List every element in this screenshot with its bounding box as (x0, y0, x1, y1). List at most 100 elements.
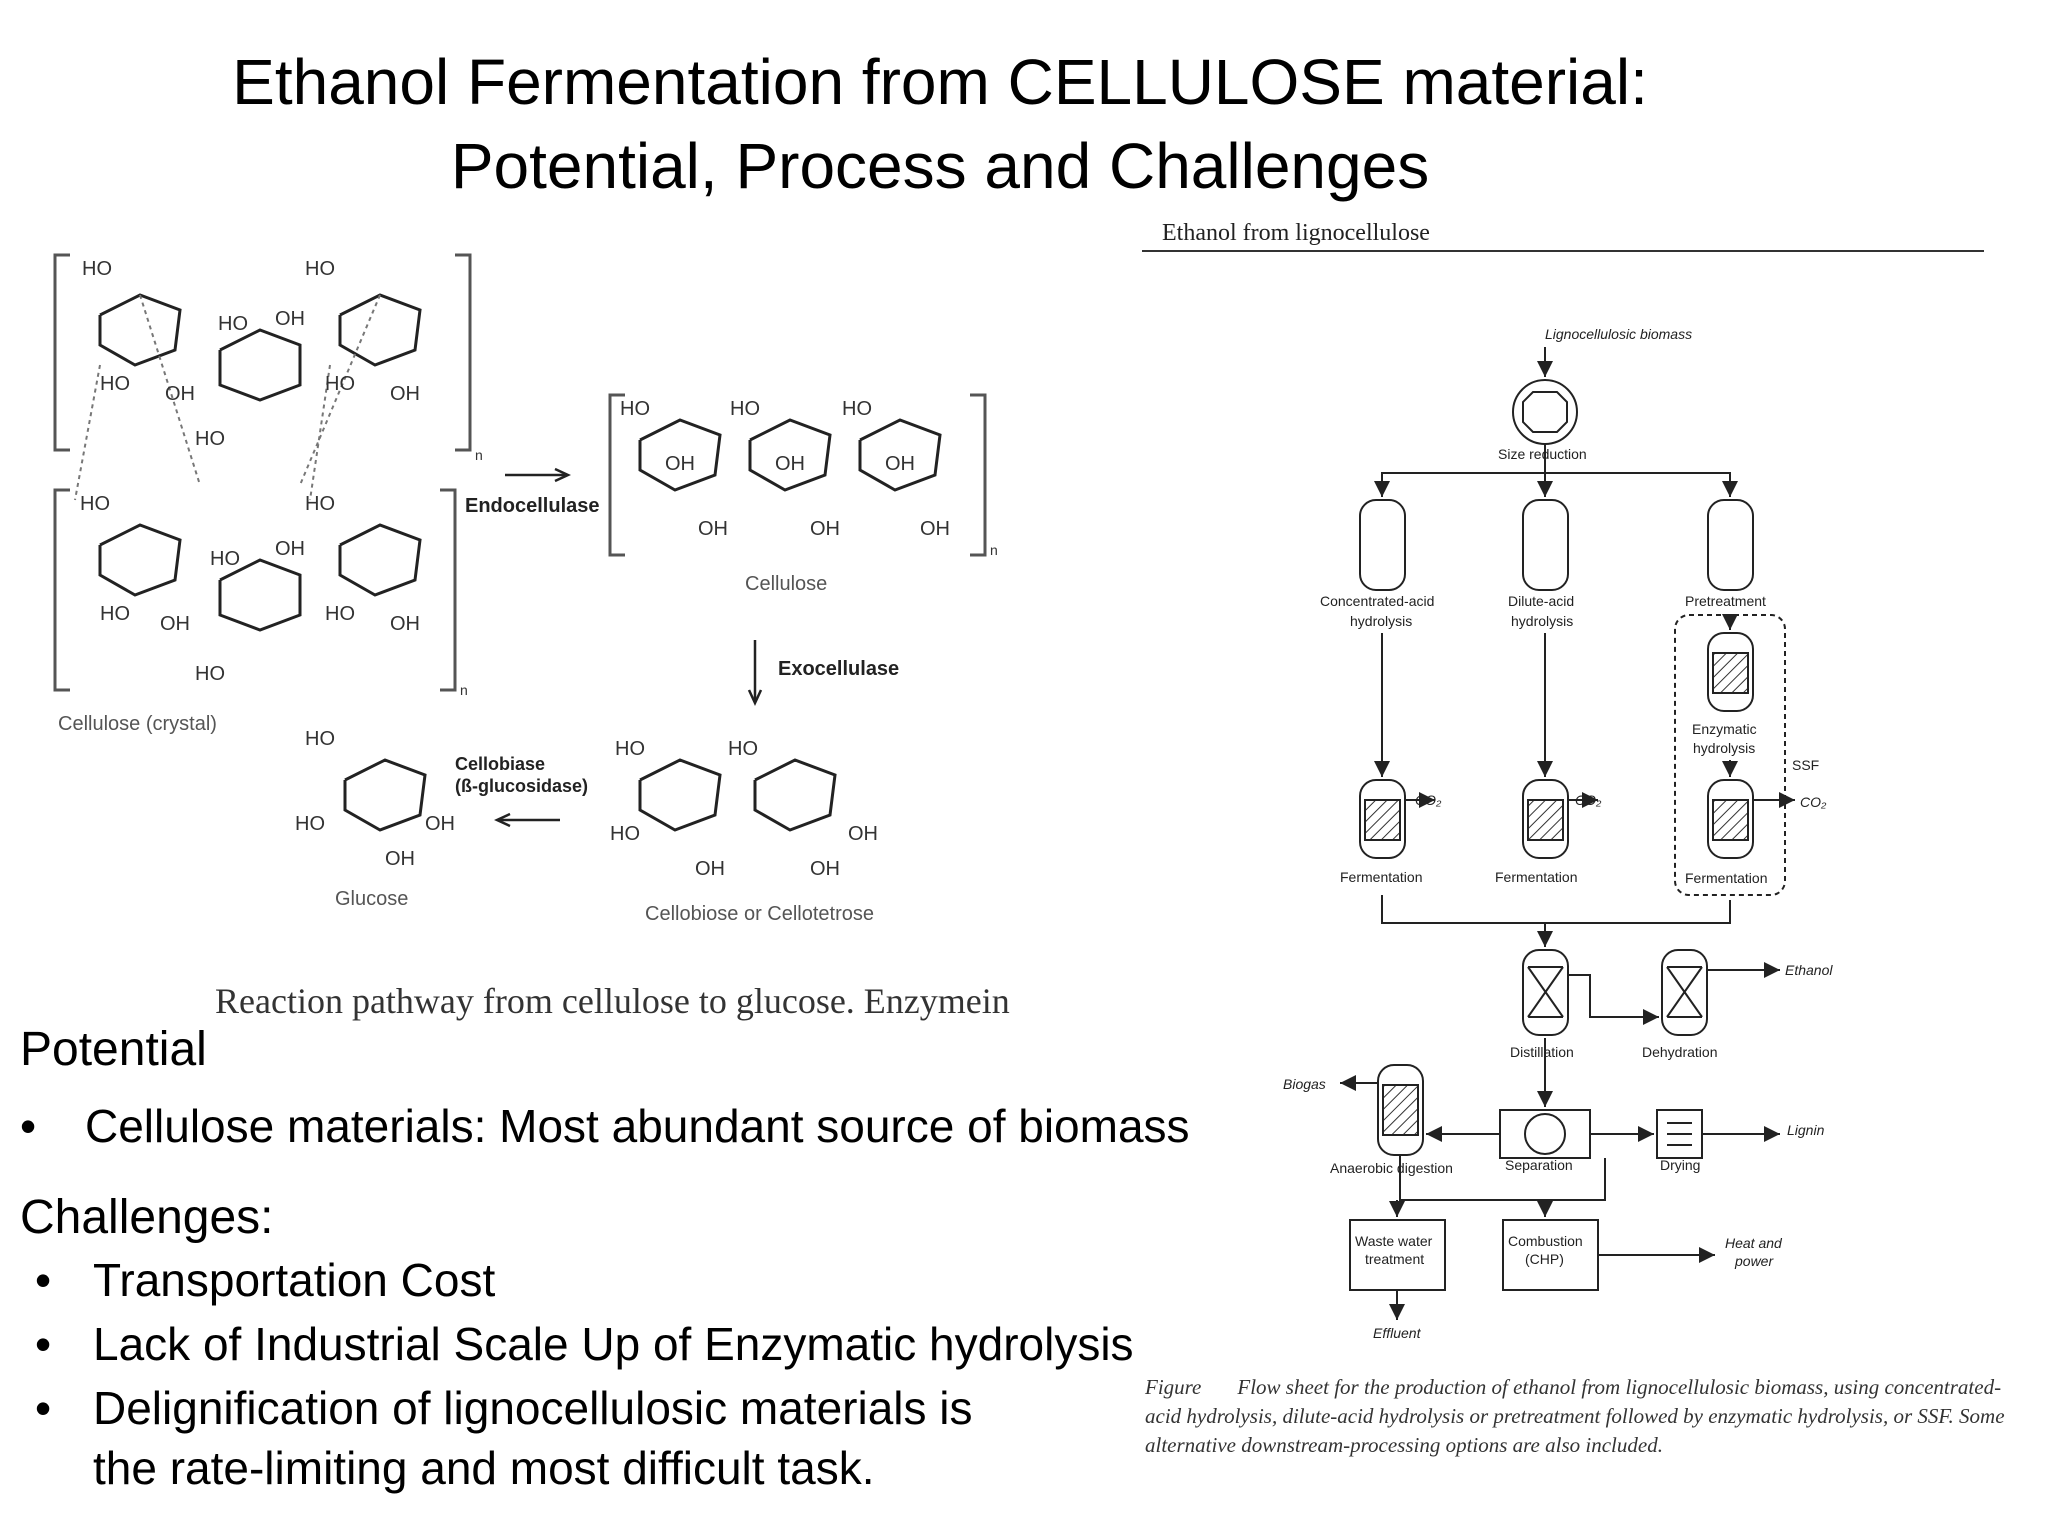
ho-label: HO (305, 258, 335, 280)
oh-label: OH (385, 848, 415, 870)
pretreatment-label: Pretreatment (1685, 593, 1766, 609)
oh-label: OH (695, 858, 725, 880)
reaction-pathway-diagram: HO HO HO OH HO OH HO OH HO HO HO HO OH H… (53, 253, 998, 925)
oh-label: OH (810, 858, 840, 880)
potential-bullet: • Cellulose materials: Most abundant sou… (20, 1096, 1310, 1156)
ethanol-label: Ethanol (1785, 962, 1833, 978)
separator (1499, 1109, 1591, 1159)
biogas-label: Biogas (1283, 1076, 1326, 1092)
potential-heading: Potential (20, 1023, 207, 1076)
fermentation-label: Fermentation (1340, 869, 1422, 885)
digester-packing (1382, 1084, 1419, 1136)
reaction-caption: Reaction pathway from cellulose to gluco… (215, 981, 1010, 1021)
figure-caption-label: Figure (1145, 1375, 1202, 1399)
repeat-n-label: n (460, 682, 468, 698)
fermenter-3-packing (1712, 799, 1749, 841)
fermenter-1 (1359, 779, 1406, 859)
oh-label: OH (275, 538, 305, 560)
heat-label-2: power (1734, 1253, 1774, 1269)
distillation-label: Distillation (1510, 1044, 1574, 1060)
conc-acid-label-2: hydrolysis (1350, 613, 1412, 629)
ho-label: HO (100, 373, 130, 395)
potential-bullet-text: Cellulose materials: Most abundant sourc… (85, 1100, 1190, 1152)
ho-label: HO (728, 738, 758, 760)
distillation-column (1522, 949, 1569, 1036)
glucose-label: Glucose (335, 888, 408, 910)
cellobiose-label: Cellobiose or Cellotetrose (645, 903, 874, 925)
hydrogen-bonds (74, 294, 381, 501)
enzymatic-label-2: hydrolysis (1693, 740, 1755, 756)
oh-label: OH (920, 518, 950, 540)
ho-label: HO (295, 813, 325, 835)
co2-label: CO₂ (1800, 794, 1827, 810)
figure-caption-text: Flow sheet for the production of ethanol… (1145, 1375, 2005, 1457)
challenges-heading: Challenges: (20, 1191, 274, 1244)
ho-label: HO (210, 548, 240, 570)
dehydration-label: Dehydration (1642, 1044, 1718, 1060)
ho-label: HO (195, 428, 225, 450)
oh-label: OH (775, 453, 805, 475)
challenge-text: Delignification of lignocellulosic mater… (93, 1382, 973, 1434)
oh-label: OH (665, 453, 695, 475)
combustion-label-2: (CHP) (1525, 1251, 1564, 1267)
size-reduction-label: Size reduction (1498, 446, 1587, 462)
ho-label: HO (325, 373, 355, 395)
fermenter-1-packing (1364, 799, 1401, 841)
repeat-n-label: n (475, 447, 483, 463)
ho-label: HO (218, 313, 248, 335)
challenge-text: Lack of Industrial Scale Up of Enzymatic… (93, 1318, 1134, 1370)
crystal-brackets (53, 253, 987, 692)
lignin-label: Lignin (1787, 1122, 1825, 1138)
ho-label: HO (730, 398, 760, 420)
ho-label: HO (620, 398, 650, 420)
oh-label: OH (390, 383, 420, 405)
oh-label: OH (810, 518, 840, 540)
enzymatic-vessel (1707, 632, 1754, 712)
oh-label: OH (698, 518, 728, 540)
combustion-label-1: Combustion (1508, 1233, 1583, 1249)
ho-label: HO (615, 738, 645, 760)
flow-lines (1340, 347, 1795, 1320)
oh-label: OH (165, 383, 195, 405)
ho-label: HO (82, 258, 112, 280)
challenge-text: Transportation Cost (93, 1254, 496, 1306)
repeat-n-label: n (990, 542, 998, 558)
distillation-internals (1527, 966, 1564, 1018)
title-line-2: Potential, Process and Challenges (450, 130, 1430, 202)
input-label: Lignocellulosic biomass (1545, 326, 1692, 342)
oh-label: OH (275, 308, 305, 330)
pretreatment-vessel (1707, 499, 1754, 591)
waste-label-1: Waste water (1355, 1233, 1433, 1249)
title-line-1: Ethanol Fermentation from CELLULOSE mate… (232, 46, 1648, 118)
reaction-arrows (494, 467, 763, 828)
bullet-marker: • (35, 1318, 52, 1370)
cellobiase-label-2: (ß-glucosidase) (455, 776, 588, 796)
ho-label: HO (305, 728, 335, 750)
cellulose-label: Cellulose (745, 573, 827, 595)
separator-drum (1524, 1113, 1566, 1155)
separation-label: Separation (1505, 1157, 1573, 1173)
drying-label: Drying (1660, 1157, 1700, 1173)
oh-label: OH (390, 613, 420, 635)
bullet-marker: • (35, 1254, 52, 1306)
waste-label-2: treatment (1365, 1251, 1424, 1267)
enzymatic-label-1: Enzymatic (1692, 721, 1757, 737)
challenge-bullet: • Lack of Industrial Scale Up of Enzymat… (35, 1314, 1235, 1374)
flow-figure-title: Ethanol from lignocellulose (1162, 220, 1430, 246)
conc-acid-label-1: Concentrated-acid (1320, 593, 1434, 609)
fermenter-2 (1522, 779, 1569, 859)
oh-label: OH (848, 823, 878, 845)
effluent-label: Effluent (1373, 1325, 1422, 1341)
ho-label: HO (325, 603, 355, 625)
fermentation-label: Fermentation (1685, 870, 1767, 886)
ho-label: HO (195, 663, 225, 685)
mill-cross (1522, 391, 1568, 433)
bullet-marker: • (20, 1100, 37, 1152)
fermenter-3 (1707, 779, 1754, 859)
dilute-acid-label-2: hydrolysis (1511, 613, 1573, 629)
chem-group-labels: HO HO HO OH HO OH HO OH HO HO HO HO OH H… (80, 258, 998, 880)
fermenter-2-packing (1527, 799, 1564, 841)
enzymatic-packing (1712, 652, 1749, 694)
flow-sheet-diagram: Lignocellulosic biomass Size reduction C… (1283, 326, 1833, 1341)
